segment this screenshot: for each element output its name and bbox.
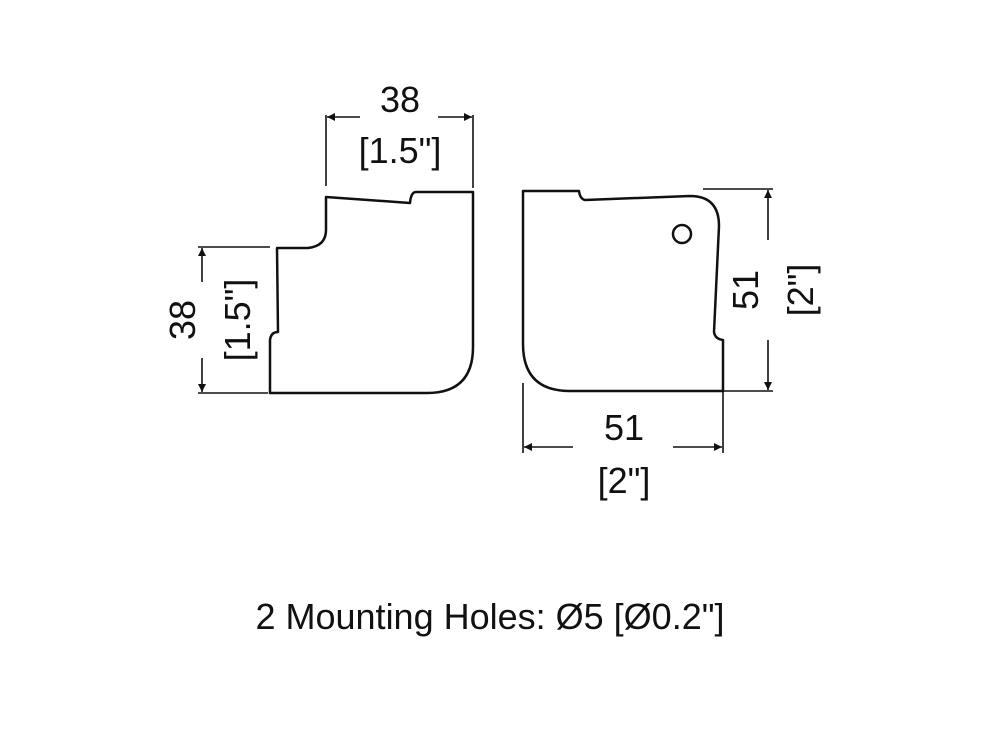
right-width-inch: [2"] [598, 460, 651, 501]
left-height-mm: 38 [162, 300, 203, 340]
left-width-mm: 38 [380, 79, 420, 120]
left-width-inch: [1.5"] [359, 130, 442, 171]
mounting-holes-caption: 2 Mounting Holes: Ø5 [Ø0.2"] [255, 596, 725, 637]
left-width-dimension [325, 113, 474, 188]
right-height-inch: [2"] [780, 264, 821, 317]
right-width-dimension [522, 383, 724, 453]
right-width-mm: 51 [604, 407, 644, 448]
left-height-inch: [1.5"] [217, 279, 258, 362]
right-height-mm: 51 [725, 270, 766, 310]
right-bracket-outline [521, 189, 725, 393]
right-height-dimension [703, 188, 773, 392]
mounting-hole [671, 223, 693, 245]
left-bracket-outline [268, 190, 475, 395]
left-height-dimension [198, 246, 270, 394]
